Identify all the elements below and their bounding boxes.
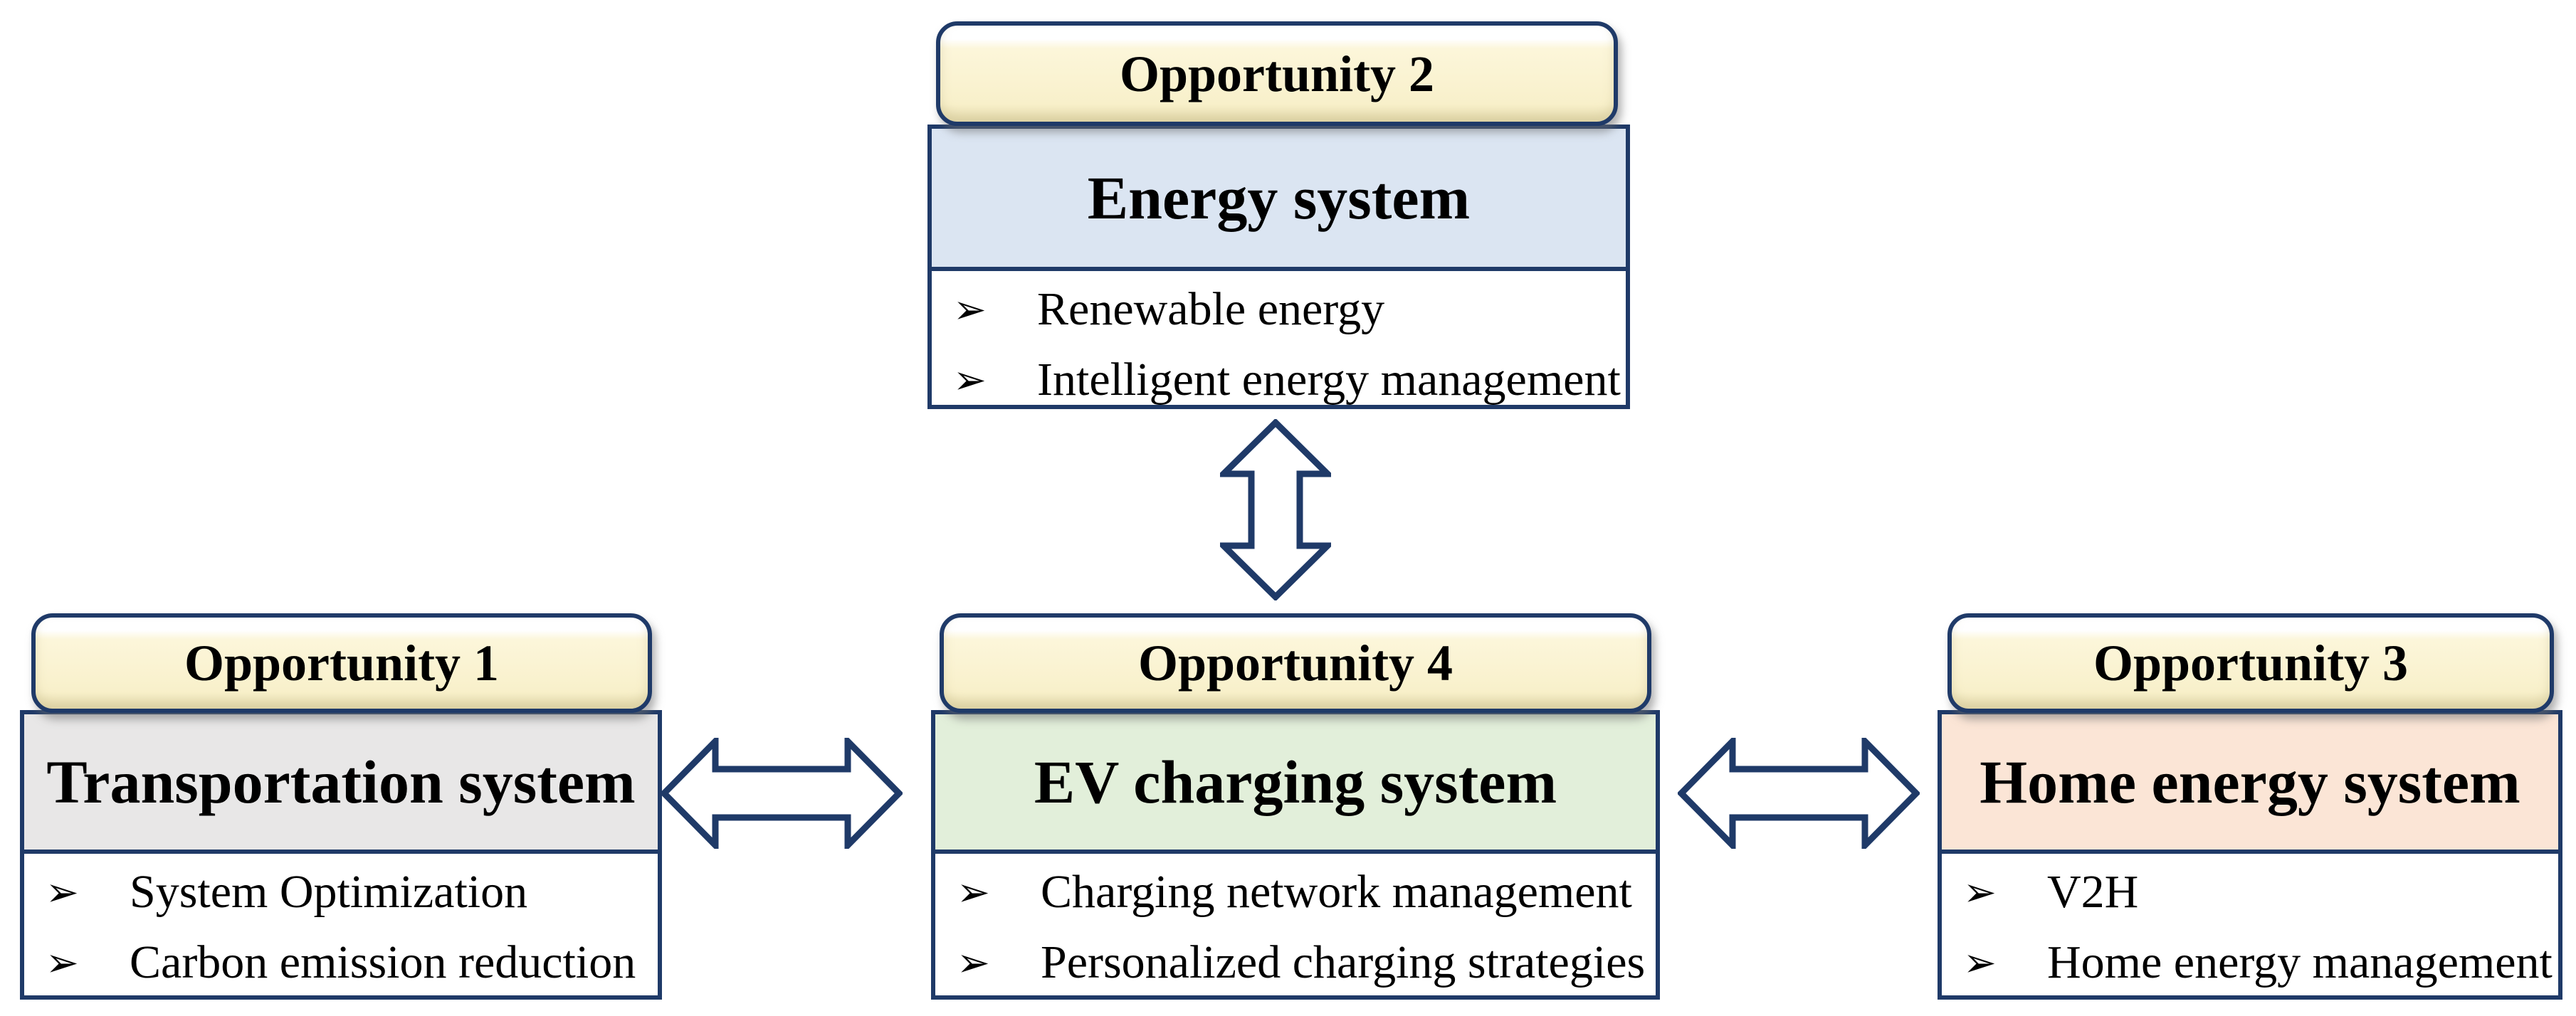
bullet-item: ➢ Personalized charging strategies [957,928,1646,995]
energy-system-header: Energy system [932,129,1626,271]
ev-charging-system-title: EV charging system [1034,748,1557,816]
bullet-item: ➢ Home energy management [1963,928,2553,995]
opportunity-2-badge: Opportunity 2 [936,21,1618,126]
bullet-text: V2H [2047,866,2139,918]
bullet-item: ➢ Carbon emission reduction [46,928,648,995]
bullet-item: ➢ Charging network management [957,858,1646,928]
bullet-item: ➢ System Optimization [46,858,648,928]
arrowhead-bullet-icon: ➢ [953,287,987,333]
bullet-text: Carbon emission reduction [130,936,636,988]
opportunity-1-badge: Opportunity 1 [31,613,652,713]
double-arrow-horizontal-icon [1678,738,1920,849]
double-arrow-vertical-icon [1220,419,1331,600]
home-energy-bullet-list: ➢ V2H ➢ Home energy management [1942,854,2558,995]
arrowhead-bullet-icon: ➢ [1963,869,1997,916]
energy-system-bullet-list: ➢ Renewable energy ➢ Intelligent energy … [932,271,1626,405]
ev-charging-bullet-list: ➢ Charging network management ➢ Personal… [935,854,1656,995]
energy-system-block: Energy system ➢ Renewable energy ➢ Intel… [927,125,1630,409]
arrowhead-bullet-icon: ➢ [957,940,990,986]
home-energy-system-block: Home energy system ➢ V2H ➢ Home energy m… [1938,710,2562,1000]
arrowhead-bullet-icon: ➢ [46,869,79,916]
opportunity-1-badge-label: Opportunity 1 [184,635,500,692]
double-arrow-horizontal-icon [661,738,903,849]
arrowhead-bullet-icon: ➢ [1963,940,1997,986]
transportation-bullet-list: ➢ System Optimization ➢ Carbon emission … [24,854,658,995]
ev-charging-system-header: EV charging system [935,714,1656,854]
opportunity-4-badge: Opportunity 4 [940,613,1651,713]
arrowhead-bullet-icon: ➢ [957,869,990,916]
bullet-text: Intelligent energy management [1037,354,1621,405]
home-energy-system-header: Home energy system [1942,714,2558,854]
bullet-text: Renewable energy [1037,283,1385,335]
home-energy-system-title: Home energy system [1980,748,2520,816]
bullet-item: ➢ V2H [1963,858,2548,928]
bullet-text: System Optimization [130,866,528,918]
bullet-text: Personalized charging strategies [1041,936,1646,988]
bullet-text: Home energy management [2047,936,2553,988]
bullet-text: Charging network management [1041,866,1632,918]
bullet-item: ➢ Intelligent energy management [953,346,1621,405]
opportunity-3-badge-label: Opportunity 3 [2093,635,2409,692]
transportation-system-block: Transportation system ➢ System Optimizat… [20,710,662,1000]
ev-charging-system-block: EV charging system ➢ Charging network ma… [931,710,1660,1000]
energy-system-title: Energy system [1087,164,1471,232]
transportation-system-title: Transportation system [46,748,636,816]
opportunity-4-badge-label: Opportunity 4 [1137,635,1453,692]
bullet-item: ➢ Renewable energy [953,275,1616,346]
transportation-system-header: Transportation system [24,714,658,854]
opportunity-2-badge-label: Opportunity 2 [1119,45,1435,102]
opportunity-3-badge: Opportunity 3 [1947,613,2554,713]
arrowhead-bullet-icon: ➢ [46,940,79,986]
arrowhead-bullet-icon: ➢ [953,357,987,403]
